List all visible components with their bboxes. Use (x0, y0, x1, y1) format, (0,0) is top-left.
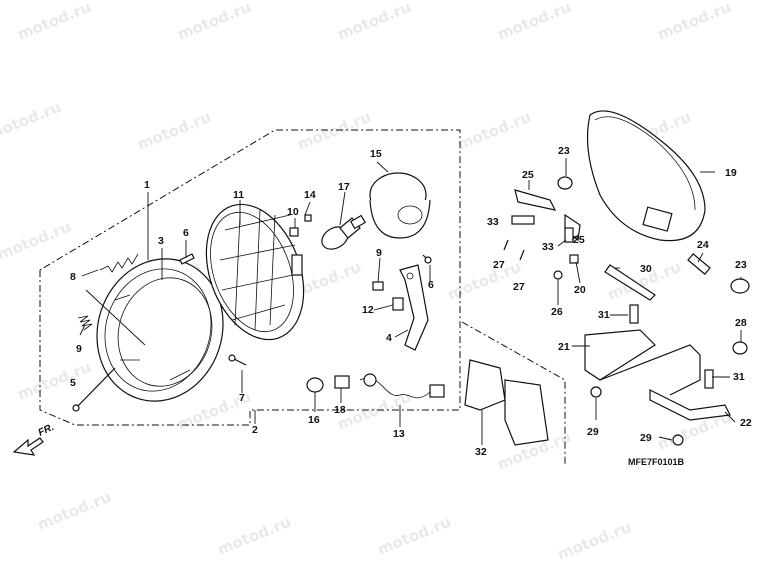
callout-29: 29 (640, 432, 652, 444)
callout-32: 32 (475, 446, 487, 458)
callout-11: 11 (233, 189, 244, 201)
callout-19: 19 (725, 167, 737, 179)
callout-10: 10 (287, 206, 299, 218)
callout-30: 30 (640, 263, 652, 275)
callout-31: 31 (598, 309, 610, 321)
watermark: motod.ru (15, 358, 94, 404)
callout-25: 25 (522, 169, 534, 181)
callout-14: 14 (304, 189, 316, 201)
callout-13: 13 (393, 428, 405, 440)
callout-9: 9 (76, 343, 82, 355)
mounting-bracket (399, 264, 429, 351)
callout-3: 3 (158, 235, 164, 247)
dust-cover (369, 172, 431, 239)
watermark: motod.ru (375, 513, 454, 559)
callout-8: 8 (70, 271, 76, 283)
watermark: motod.ru (455, 108, 534, 154)
front-direction-indicator: FR. (12, 422, 56, 456)
callout-31: 31 (733, 371, 745, 383)
headlight-rim (96, 258, 224, 402)
direction-label: FR. (37, 422, 56, 439)
leader-lines (79, 158, 742, 445)
callout-21: 21 (558, 341, 570, 353)
callout-16: 16 (308, 414, 320, 426)
socket-harness (306, 373, 445, 399)
callout-27: 27 (493, 259, 505, 271)
callout-5: 5 (70, 377, 76, 389)
callout-26: 26 (551, 306, 563, 318)
callout-22: 22 (740, 417, 752, 429)
callout-7: 7 (239, 392, 245, 404)
watermark: motod.ru (135, 108, 214, 154)
callout-33: 33 (542, 241, 554, 253)
screws (72, 253, 432, 412)
watermark: motod.ru (335, 0, 414, 44)
headlight-case (586, 110, 706, 242)
watermark: motod.ru (445, 258, 524, 304)
bulb (321, 214, 367, 250)
callout-12: 12 (362, 304, 374, 316)
watermark: motod.ru (215, 513, 294, 559)
callout-20: 20 (574, 284, 586, 296)
callout-17: 17 (338, 181, 350, 193)
bracket-assembly (584, 264, 731, 446)
callout-6: 6 (183, 227, 189, 239)
small-fasteners-top (289, 214, 404, 311)
callout-28: 28 (735, 317, 747, 329)
watermark: motod.ru (175, 0, 254, 44)
callout-1: 1 (144, 179, 150, 191)
callout-15: 15 (370, 148, 382, 160)
callout-labels: 1 3 11 15 14 10 17 9 12 4 6 6 7 8 9 5 2 … (70, 145, 752, 458)
clips (503, 189, 581, 280)
callout-25: 25 (573, 234, 585, 246)
callout-23: 23 (735, 259, 747, 271)
callout-24: 24 (697, 239, 709, 251)
headlight-lens (205, 203, 305, 341)
watermark: motod.ru (0, 98, 64, 144)
diagram-code: MFE7F0101B (628, 457, 685, 467)
callout-33: 33 (487, 216, 499, 228)
callout-9: 9 (376, 247, 382, 259)
callout-23: 23 (558, 145, 570, 157)
callout-6: 6 (428, 279, 434, 291)
watermark: motod.ru (555, 518, 634, 564)
springs (77, 253, 139, 331)
lower-bracket (464, 359, 549, 446)
watermark: motod.ru (15, 0, 94, 44)
watermark: motod.ru (495, 0, 574, 44)
watermark: motod.ru (295, 108, 374, 154)
callout-18: 18 (334, 404, 346, 416)
grommets (557, 176, 750, 355)
callout-27: 27 (513, 281, 525, 293)
watermark: motod.ru (655, 0, 734, 44)
assembly-boundary (39, 129, 566, 465)
callout-2: 2 (252, 424, 258, 436)
watermark: motod.ru (35, 488, 114, 534)
callout-4: 4 (386, 332, 392, 344)
callout-29: 29 (587, 426, 599, 438)
